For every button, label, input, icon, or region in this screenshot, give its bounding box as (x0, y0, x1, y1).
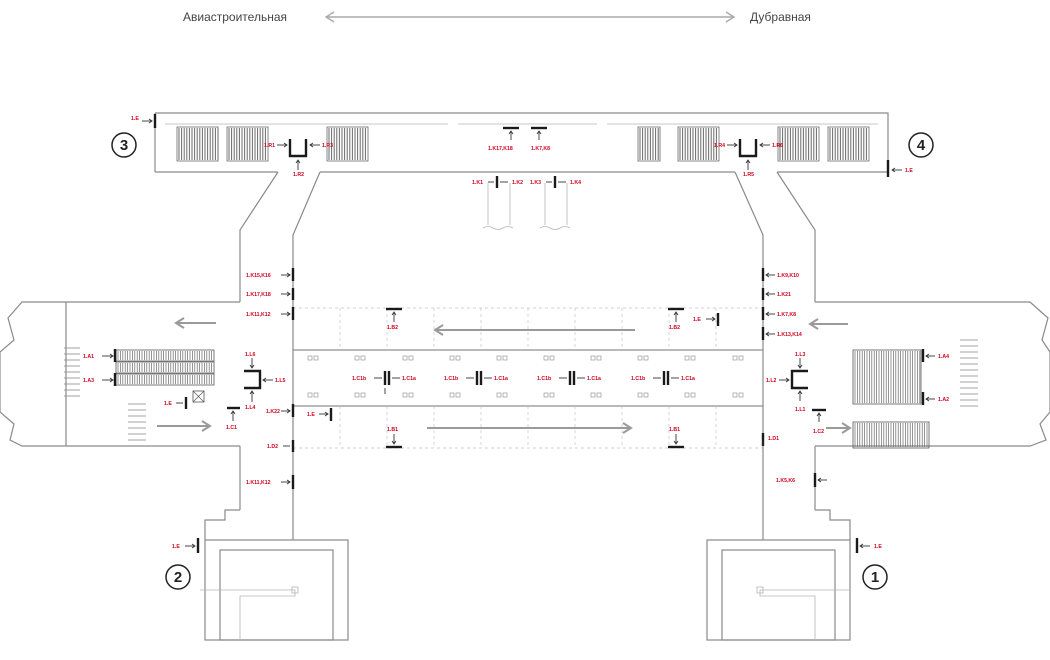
label-r5: 1.R5 (743, 172, 754, 178)
label-k11k12-lower: 1.K11,K12 (246, 480, 271, 486)
label-c2: 1.C2 (813, 429, 824, 435)
flow-arrows (157, 317, 852, 434)
label-k7k8-top: 1.K7,K8 (531, 146, 550, 152)
label-a2: 1.A2 (938, 397, 949, 403)
label-k21: 1.K21 (777, 292, 791, 298)
label-a3: 1.A3 (83, 378, 94, 384)
label-e-right-top: 1.E (905, 168, 913, 174)
label-l1: 1.L1 (795, 407, 805, 413)
label-c1b-2: 1.C1b (444, 376, 458, 382)
label-a4: 1.A4 (938, 354, 949, 360)
label-l5: 1.L5 (275, 378, 285, 384)
label-e-mid: 1.E (693, 317, 701, 323)
label-r2: 1.R2 (293, 172, 304, 178)
label-b2-left: 1.B2 (387, 325, 398, 331)
direction-double-arrow (324, 11, 736, 23)
svg-text:4: 4 (917, 137, 926, 154)
label-r1: 1.R1 (264, 143, 275, 149)
label-k15k16: 1.K15,K16 (246, 273, 271, 279)
sign-labels: 1.E 1.R1 1.R2 1.R3 1.K17,K18 1.K7,K8 1.R… (83, 116, 949, 550)
exit-marker-3: 3 (111, 132, 137, 158)
label-c1b-4: 1.C1b (631, 376, 645, 382)
label-c1a-3: 1.C1a (587, 376, 601, 382)
direction-left-label: Авиастроительная (183, 10, 287, 24)
label-l2: 1.L2 (766, 378, 776, 384)
label-e-bottom-left: 1.E (172, 544, 180, 550)
label-k4: 1.K4 (570, 180, 581, 186)
sign-markers (102, 114, 935, 553)
svg-text:3: 3 (120, 137, 128, 154)
label-a1: 1.A1 (83, 354, 94, 360)
label-b1-left: 1.B1 (387, 427, 398, 433)
exit-marker-2: 2 (165, 564, 191, 590)
label-c1b-3: 1.C1b (537, 376, 551, 382)
label-d1: 1.D1 (768, 436, 779, 442)
label-k22: 1.K22 (266, 409, 280, 415)
svg-text:2: 2 (174, 569, 182, 586)
label-k1: 1.K1 (472, 180, 483, 186)
label-r4: 1.R4 (714, 143, 725, 149)
label-k7k8-right: 1.K7,K8 (777, 312, 796, 318)
station-walls (0, 112, 1050, 641)
label-c1b-1: 1.C1b (352, 376, 366, 382)
label-b2-right: 1.B2 (669, 325, 680, 331)
label-c1: 1.C1 (226, 425, 237, 431)
label-e-platform: 1.E (307, 412, 315, 418)
label-k13k14: 1.K13,K14 (777, 332, 802, 338)
label-r3: 1.R3 (322, 143, 333, 149)
label-k17k18-left: 1.K17,K18 (246, 292, 271, 298)
label-c1a-1: 1.C1a (402, 376, 416, 382)
label-e-left-mid: 1.E (164, 401, 172, 407)
label-c1a-2: 1.C1a (494, 376, 508, 382)
label-k2: 1.K2 (512, 180, 523, 186)
exit-marker-4: 4 (908, 132, 934, 158)
direction-right-label: Дубравная (750, 10, 811, 24)
label-d2: 1.D2 (267, 444, 278, 450)
label-k11k12-left: 1.K11,K12 (246, 312, 271, 318)
label-l3: 1.L3 (795, 352, 805, 358)
label-l4: 1.L4 (245, 405, 255, 411)
right-escalators (852, 339, 978, 449)
label-k3: 1.K3 (530, 180, 541, 186)
platform-benches (307, 355, 744, 398)
exit-marker-1: 1 (862, 564, 888, 590)
label-k17k18-top: 1.K17,K18 (488, 146, 513, 152)
svg-text:1: 1 (871, 569, 879, 586)
label-l6: 1.L6 (245, 352, 255, 358)
label-e-top-left: 1.E (131, 116, 139, 122)
left-escalators (64, 347, 215, 447)
label-c1a-4: 1.C1a (681, 376, 695, 382)
top-turnstiles-right (637, 126, 870, 162)
label-e-bottom-right: 1.E (874, 544, 882, 550)
label-r6: 1.R6 (772, 143, 783, 149)
label-k5k6: 1.K5,K6 (776, 478, 795, 484)
label-b1-right: 1.B1 (669, 427, 680, 433)
label-k9k10: 1.K9,K10 (777, 273, 799, 279)
